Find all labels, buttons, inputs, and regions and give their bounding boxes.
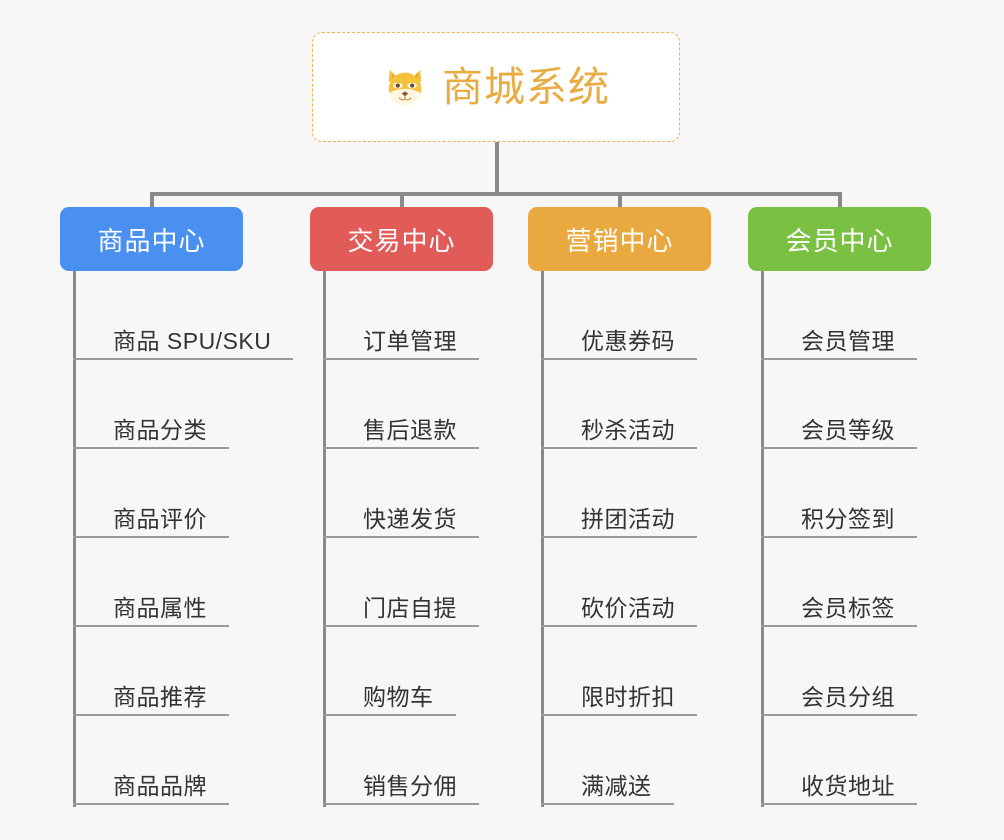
leaf-item[interactable]: 快递发货 [323,449,479,538]
leaf-item[interactable]: 商品推荐 [73,627,229,716]
leaf-label: 商品 SPU/SKU [113,327,272,354]
drop-connector-marketing-center [618,192,622,211]
leaf-label: 秒杀活动 [581,416,675,443]
shiba-dog-face-icon [382,64,428,110]
leaf-item[interactable]: 订单管理 [323,271,479,360]
leaf-label: 销售分佣 [363,772,457,799]
leaf-label: 会员管理 [801,327,895,354]
leaf-label: 门店自提 [363,594,457,621]
leaf-item[interactable]: 商品分类 [73,360,229,449]
leaf-item[interactable]: 商品品牌 [73,716,229,805]
leaf-label: 拼团活动 [581,505,675,532]
leaf-label: 售后退款 [363,416,457,443]
trunk-line-marketing-center [541,271,544,807]
leaf-item[interactable]: 会员管理 [761,271,917,360]
leaf-label: 优惠券码 [581,327,675,354]
leaf-label: 商品属性 [113,594,207,621]
leaf-label: 商品品牌 [113,772,207,799]
root-title: 商城系统 [442,63,610,110]
leaf-label: 购物车 [363,683,434,710]
trunk-line-trade-center [323,271,326,807]
category-header-product-center[interactable]: 商品中心 [60,207,243,271]
leaf-item[interactable]: 拼团活动 [541,449,697,538]
category-label: 交易中心 [347,225,456,256]
leaf-item[interactable]: 收货地址 [761,716,917,805]
leaf-item[interactable]: 限时折扣 [541,627,697,716]
leaf-item[interactable]: 秒杀活动 [541,360,697,449]
leaf-item[interactable]: 积分签到 [761,449,917,538]
leaf-label: 收货地址 [801,772,895,799]
leaf-label: 商品分类 [113,416,207,443]
category-header-trade-center[interactable]: 交易中心 [310,207,493,271]
leaf-label: 满减送 [581,772,652,799]
leaf-item[interactable]: 砍价活动 [541,538,697,627]
leaf-label: 限时折扣 [581,683,675,710]
leaf-label: 积分签到 [801,505,895,532]
horizontal-bus-connector [150,192,842,196]
leaf-label: 砍价活动 [581,594,675,621]
trunk-line-member-center [761,271,764,807]
leaf-item[interactable]: 会员分组 [761,627,917,716]
leaf-item[interactable]: 销售分佣 [323,716,479,805]
leaf-label: 商品推荐 [113,683,207,710]
leaf-item[interactable]: 会员标签 [761,538,917,627]
trunk-line-product-center [73,271,76,807]
leaf-label: 商品评价 [113,505,207,532]
category-header-member-center[interactable]: 会员中心 [748,207,931,271]
category-label: 会员中心 [785,225,894,256]
leaf-item[interactable]: 满减送 [541,716,674,805]
leaf-label: 会员标签 [801,594,895,621]
drop-connector-member-center [838,192,842,211]
leaf-item[interactable]: 会员等级 [761,360,917,449]
leaf-label: 会员等级 [801,416,895,443]
leaf-label: 订单管理 [363,327,457,354]
root-node[interactable]: 商城系统 [312,32,680,142]
root-stem-connector [495,142,499,195]
leaf-item[interactable]: 售后退款 [323,360,479,449]
leaf-item[interactable]: 商品 SPU/SKU [73,271,294,360]
leaf-item[interactable]: 商品评价 [73,449,229,538]
leaf-item[interactable]: 商品属性 [73,538,229,627]
leaf-item[interactable]: 购物车 [323,627,456,716]
leaf-item[interactable]: 优惠券码 [541,271,697,360]
drop-connector-trade-center [400,192,404,211]
category-label: 营销中心 [565,225,674,256]
category-label: 商品中心 [97,225,206,256]
leaf-label: 快递发货 [363,505,457,532]
leaf-item[interactable]: 门店自提 [323,538,479,627]
leaf-label: 会员分组 [801,683,895,710]
drop-connector-product-center [150,192,154,211]
category-header-marketing-center[interactable]: 营销中心 [528,207,711,271]
